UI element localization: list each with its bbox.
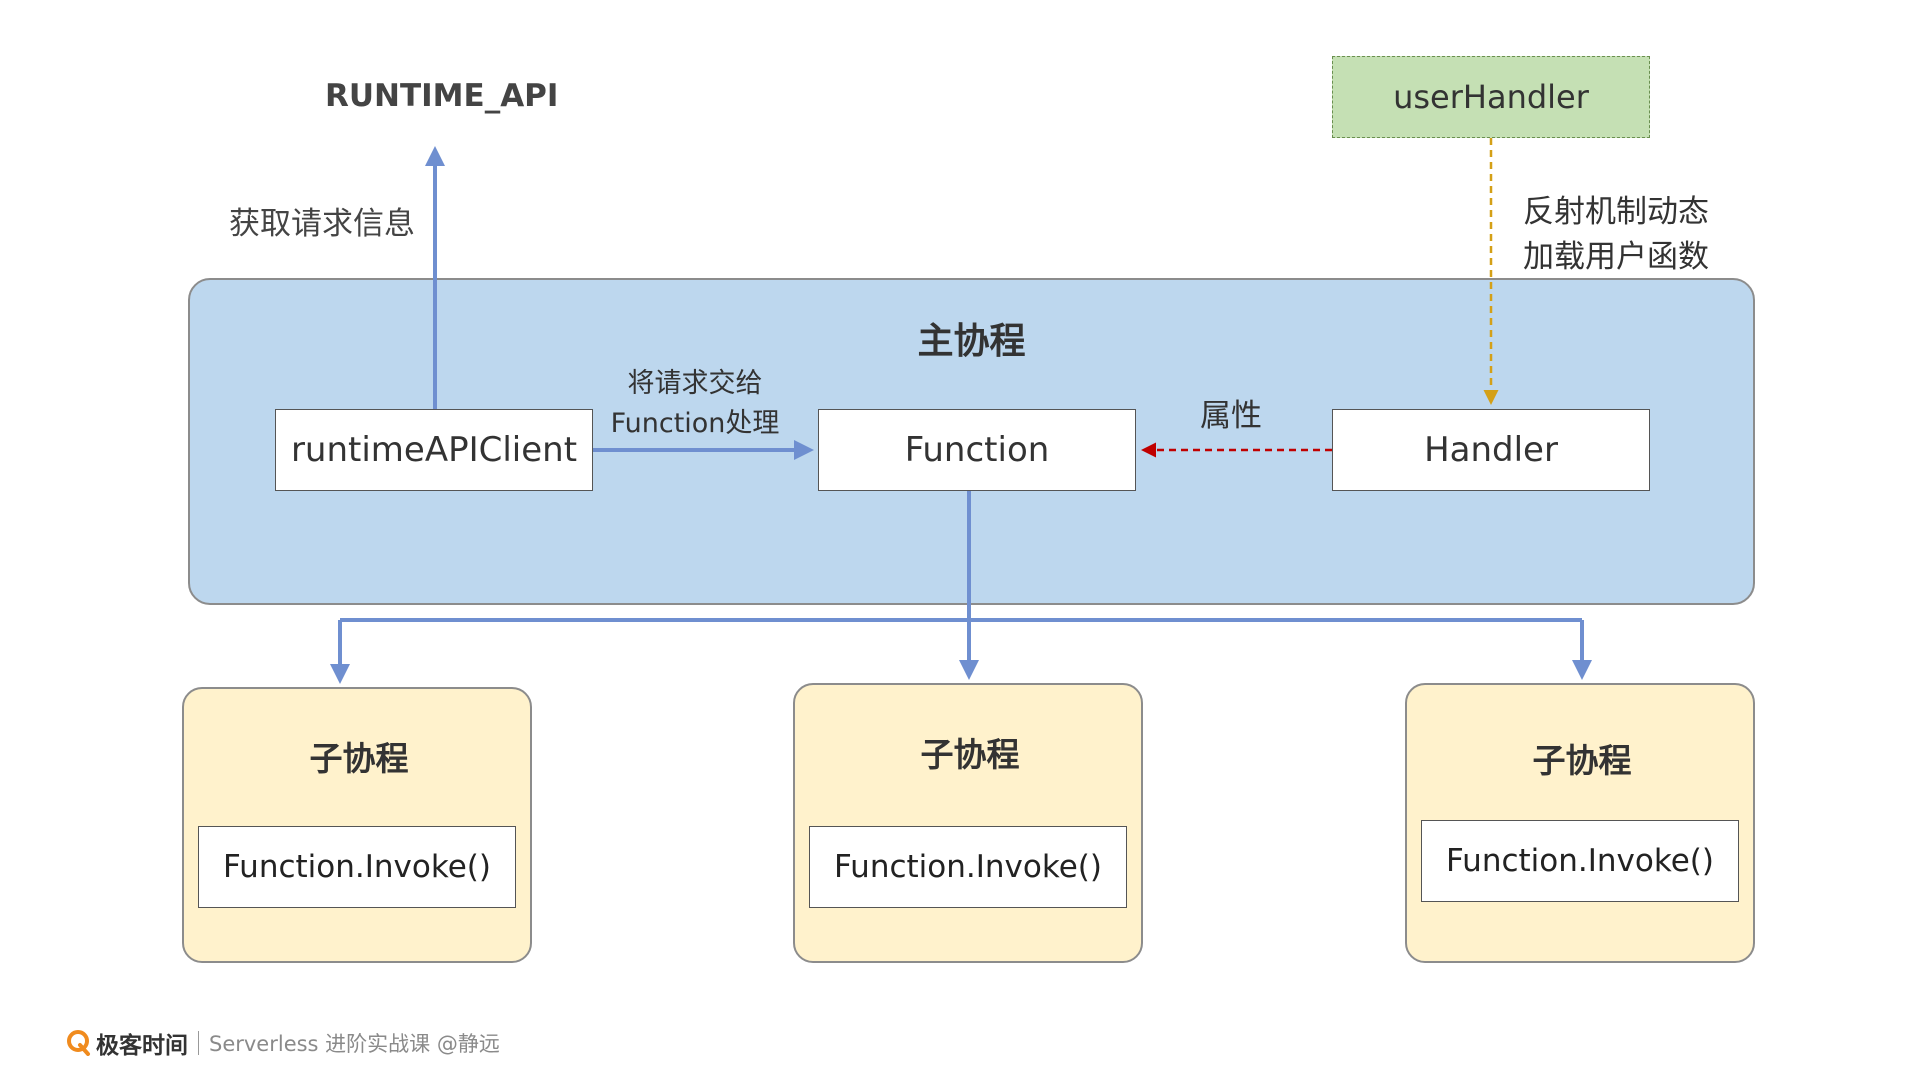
function-invoke-node: Function.Invoke()	[198, 826, 516, 908]
child-coroutine-panel-1: 子协程 Function.Invoke()	[182, 687, 532, 963]
reflection-label-line1: 反射机制动态	[1523, 194, 1709, 230]
function-node: Function	[818, 409, 1136, 491]
child-coroutine-title: 子协程	[920, 735, 1020, 774]
course-credit: Serverless 进阶实战课 @静远	[209, 1032, 500, 1056]
footer: 极客时间 Serverless 进阶实战课 @静远	[66, 1026, 500, 1060]
child-coroutine-title: 子协程	[309, 739, 409, 778]
runtime-api-label: RUNTIME_API	[325, 78, 559, 114]
geektime-logo-icon	[67, 1030, 90, 1056]
function-invoke-node: Function.Invoke()	[1421, 820, 1739, 902]
runtime-api-client-node: runtimeAPIClient	[275, 409, 593, 491]
reflection-label-line2: 加载用户函数	[1523, 239, 1709, 275]
user-handler-node: userHandler	[1332, 56, 1650, 138]
dispatch-label-line2: Function处理	[610, 408, 780, 439]
footer-divider	[198, 1031, 199, 1055]
child-coroutine-panel-2: 子协程 Function.Invoke()	[793, 683, 1143, 963]
attribute-label: 属性	[1200, 398, 1262, 434]
brand-name: 极客时间	[96, 1033, 188, 1059]
child-coroutine-panel-3: 子协程 Function.Invoke()	[1405, 683, 1755, 963]
get-request-label: 获取请求信息	[229, 206, 415, 242]
handler-node: Handler	[1332, 409, 1650, 491]
child-coroutine-title: 子协程	[1532, 741, 1632, 780]
main-coroutine-title: 主协程	[917, 321, 1026, 362]
dispatch-label-line1: 将请求交给	[627, 368, 763, 399]
function-invoke-node: Function.Invoke()	[809, 826, 1127, 908]
